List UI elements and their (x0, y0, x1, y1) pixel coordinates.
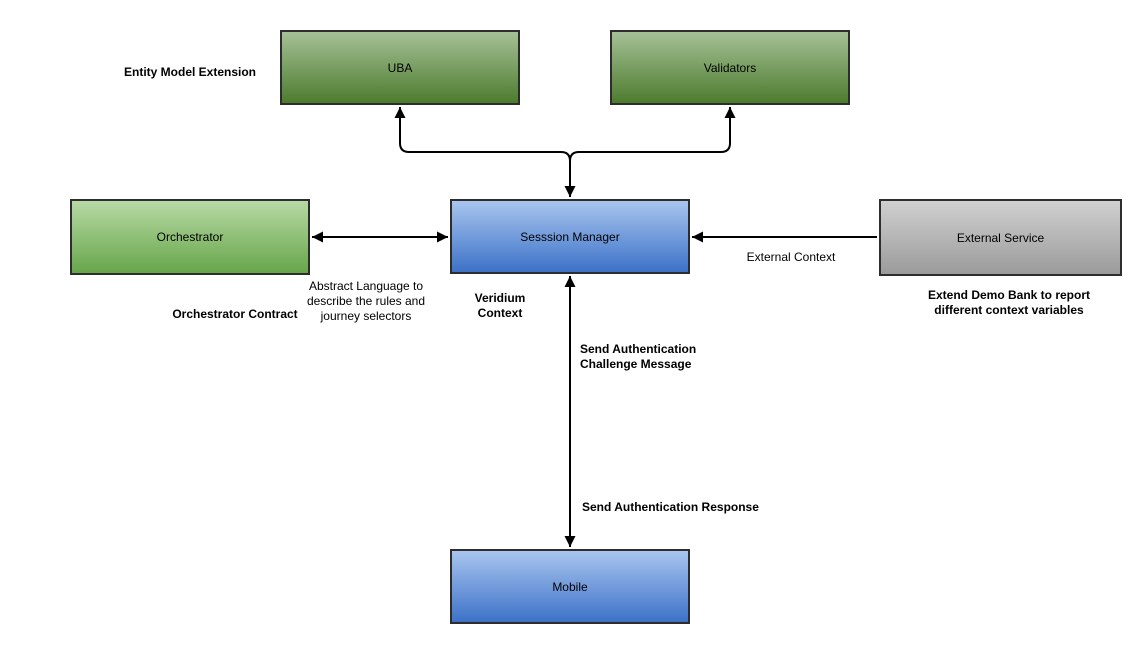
label-abstract-language-line2: describe the rules and (306, 294, 426, 308)
label-abstract-language-line3: journey selectors (320, 309, 412, 323)
label-veridium-context-line2: Context (477, 306, 523, 320)
node-orchestrator-label: Orchestrator (156, 230, 224, 244)
label-extend-demo-bank: Extend Demo Bank to report different con… (928, 288, 1090, 318)
label-send-auth-response: Send Authentication Response (582, 500, 759, 514)
node-validators: Validators (610, 30, 850, 105)
node-mobile-label: Mobile (552, 579, 588, 594)
node-orchestrator: Orchestrator (70, 199, 310, 275)
label-extend-demo-bank-line2: different context variables (934, 303, 1084, 317)
label-abstract-language-line1: Abstract Language to (308, 279, 424, 293)
node-mobile: Mobile (450, 549, 690, 624)
label-extend-demo-bank-line1: Extend Demo Bank to report (927, 288, 1091, 302)
label-veridium-context-line1: Veridium (474, 291, 526, 305)
label-veridium-context: Veridium Context (475, 291, 526, 321)
label-send-auth-challenge: Send Authentication Challenge Message (580, 342, 696, 372)
node-uba: UBA (280, 30, 520, 105)
node-uba-label: UBA (387, 60, 413, 75)
label-send-auth-challenge-line1: Send Authentication (580, 342, 697, 356)
label-abstract-language: Abstract Language to describe the rules … (307, 279, 425, 324)
node-external-service: External Service (879, 199, 1122, 276)
node-session-manager: Sesssion Manager (450, 199, 690, 274)
node-external-service-label: External Service (956, 230, 1045, 245)
edge-session-to-validators (569, 107, 736, 197)
label-orchestrator-contract: Orchestrator Contract (172, 307, 298, 321)
node-validators-label: Validators (703, 60, 757, 75)
label-entity-model-extension: Entity Model Extension (123, 65, 257, 79)
label-external-context: External Context (746, 250, 836, 264)
node-session-manager-label: Sesssion Manager (520, 229, 620, 244)
edge-session-to-uba (394, 107, 576, 197)
label-send-auth-challenge-line2: Challenge Message (580, 357, 692, 371)
